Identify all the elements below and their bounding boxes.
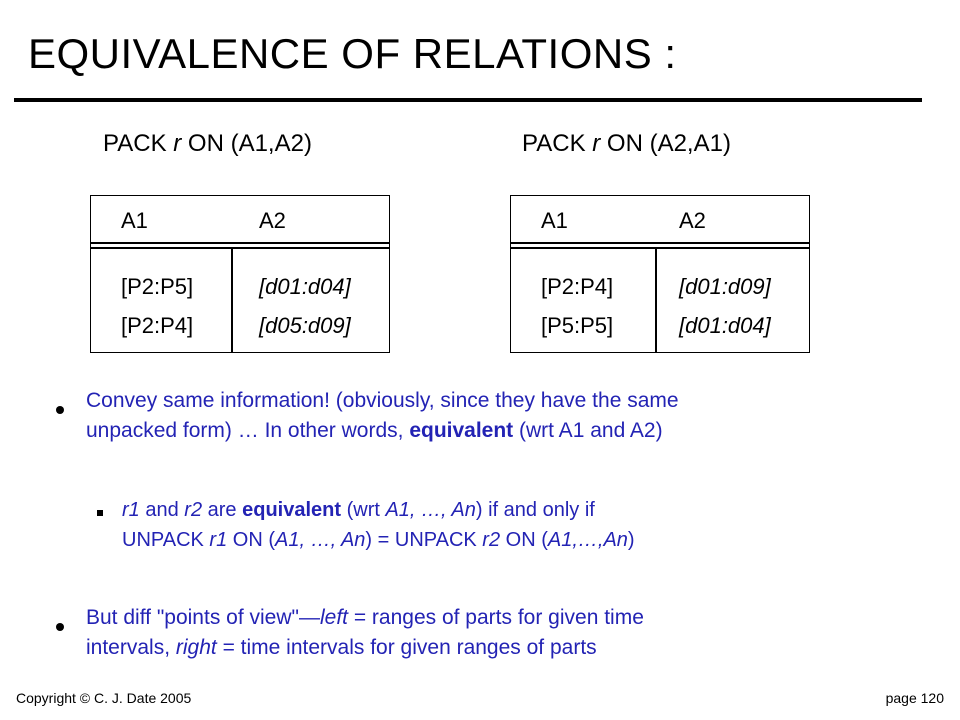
left-cell-r2-a1: [P2:P4]	[121, 313, 194, 338]
sub-bullet-square-icon	[97, 510, 103, 516]
right-relation-table: A1 A2 [P2:P4] [d01:d09] [P5:P5] [d01:d04…	[510, 195, 810, 353]
left-cell-r1-a2: [d01:d04]	[259, 274, 351, 299]
right-cell-r1-a1: [P2:P4]	[541, 274, 614, 299]
column-separator	[231, 247, 233, 352]
left-header-a1: A1	[121, 208, 148, 233]
right-caption: PACK r ON (A2,A1)	[522, 130, 731, 157]
sub-bullet-definition: r1 and r2 are equivalent (wrt A1, …, An)…	[122, 499, 635, 551]
footer-copyright: Copyright © C. J. Date 2005	[16, 690, 192, 706]
left-relation-table: A1 A2 [P2:P5] [d01:d04] [P2:P4] [d05:d09…	[90, 195, 390, 353]
header-separator	[511, 242, 809, 244]
header-separator	[511, 247, 809, 249]
right-header-a1: A1	[541, 208, 568, 233]
right-cell-r2-a2: [d01:d04]	[679, 313, 771, 338]
left-caption: PACK r ON (A1,A2)	[103, 130, 312, 157]
footer-page-number: page 120	[885, 690, 944, 706]
bullet-dot-icon	[56, 406, 64, 414]
header-separator	[91, 242, 389, 244]
left-cell-r2-a2: [d05:d09]	[259, 313, 351, 338]
column-separator	[655, 247, 657, 352]
left-header-a2: A2	[259, 208, 286, 233]
right-cell-r2-a1: [P5:P5]	[541, 313, 614, 338]
bullet-equivalence: Convey same information! (obviously, sin…	[86, 389, 679, 442]
bullet-dot-icon	[56, 623, 64, 631]
bullet-points-of-view: But diff "points of view"—left = ranges …	[86, 606, 644, 659]
right-header-a2: A2	[679, 208, 706, 233]
slide-title: EQUIVALENCE OF RELATIONS :	[28, 30, 677, 77]
left-cell-r1-a1: [P2:P5]	[121, 274, 194, 299]
right-cell-r1-a2: [d01:d09]	[679, 274, 771, 299]
header-separator	[91, 247, 389, 249]
title-underline	[14, 98, 922, 102]
